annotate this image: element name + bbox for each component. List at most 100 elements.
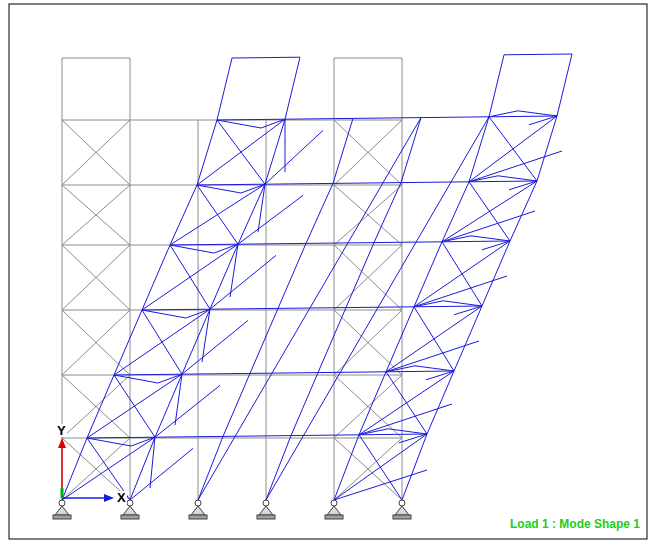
frame-member [333, 182, 401, 184]
frame-member [198, 310, 199, 375]
frame-member [62, 310, 130, 375]
frame-member [498, 176, 537, 181]
frame-member [62, 245, 130, 246]
frame-member [62, 310, 130, 375]
frame-member [217, 119, 285, 121]
frame-member [442, 181, 537, 242]
frame-member [266, 436, 291, 500]
frame-member [232, 57, 300, 59]
frame-member [386, 341, 479, 372]
support-base [121, 515, 139, 519]
frame-member [62, 185, 130, 186]
frame-member [217, 120, 261, 128]
frame-member [414, 307, 454, 371]
frame-member [334, 310, 402, 311]
frame-member [62, 245, 63, 310]
frame-member [210, 308, 278, 310]
frame-member [469, 116, 557, 182]
frame-member [353, 117, 421, 119]
frame-member [402, 245, 403, 310]
frame-member [130, 120, 198, 121]
support-pin [263, 500, 269, 506]
frame-member [198, 185, 266, 186]
frame-member [197, 185, 238, 244]
frame-member [442, 241, 510, 243]
frame-member [306, 242, 374, 244]
frame-member [266, 310, 334, 311]
frame-member [198, 120, 199, 185]
frame-member [170, 244, 238, 246]
frame-member [62, 120, 130, 121]
frame-member [285, 119, 286, 172]
frame-member [230, 244, 238, 297]
pin-supports [53, 500, 411, 519]
frame-member [334, 434, 427, 500]
frame-member [402, 438, 403, 500]
frame-member [318, 308, 346, 373]
frame-member [182, 320, 248, 374]
frame-member [87, 374, 182, 438]
frame-member [62, 120, 63, 185]
frame-member [238, 195, 303, 244]
frame-member [291, 434, 359, 436]
frame-member [62, 438, 87, 500]
frame-member [217, 58, 232, 120]
frame-member [198, 436, 223, 500]
frame-member [334, 185, 402, 245]
frame-member [386, 371, 454, 373]
support-triangle [55, 506, 69, 515]
frame-member [87, 438, 131, 446]
support-base [393, 515, 411, 519]
support-pin [127, 500, 133, 506]
frame-member [414, 241, 510, 307]
frame-member [374, 241, 442, 243]
frame-member [334, 185, 402, 245]
frame-member [62, 245, 130, 310]
frame-member [421, 116, 489, 118]
frame-member [414, 306, 482, 308]
frame-member [469, 117, 489, 182]
frame-member [266, 438, 334, 439]
frame-member [130, 310, 131, 375]
frame-member [130, 185, 131, 245]
frame-member [334, 435, 359, 500]
frame-member [509, 181, 537, 190]
axis-label: Y [56, 424, 67, 437]
frame-member [266, 245, 334, 246]
frame-member [210, 255, 276, 309]
frame-member [114, 375, 155, 437]
frame-member [130, 58, 131, 120]
support-triangle [259, 506, 273, 515]
frame-member [182, 373, 250, 375]
support-pin [59, 500, 65, 506]
frame-member [266, 438, 267, 500]
support-triangle [123, 506, 137, 515]
frame-member [426, 371, 454, 380]
frame-member [414, 276, 507, 307]
frame-member [197, 185, 241, 193]
frame-member [62, 310, 130, 311]
frame-member [266, 120, 267, 185]
frame-member [155, 436, 223, 438]
frame-member [399, 434, 427, 443]
frame-member [266, 245, 267, 310]
frame-member [278, 307, 346, 309]
frame-member [402, 310, 403, 375]
frame-member [142, 310, 182, 374]
frame-member [217, 120, 265, 184]
frame-member [197, 119, 285, 185]
frame-member [334, 438, 335, 500]
frame-member [62, 310, 63, 375]
frame-member [170, 245, 214, 253]
frame-member [170, 245, 210, 309]
frame-member [334, 245, 402, 310]
frame-member [489, 116, 557, 118]
frame-member [265, 183, 333, 185]
frame-member [130, 438, 131, 500]
frame-member [334, 58, 335, 120]
frame-member [198, 118, 421, 500]
frame-member [198, 375, 199, 438]
frame-member [386, 372, 427, 434]
frame-member [62, 245, 130, 310]
